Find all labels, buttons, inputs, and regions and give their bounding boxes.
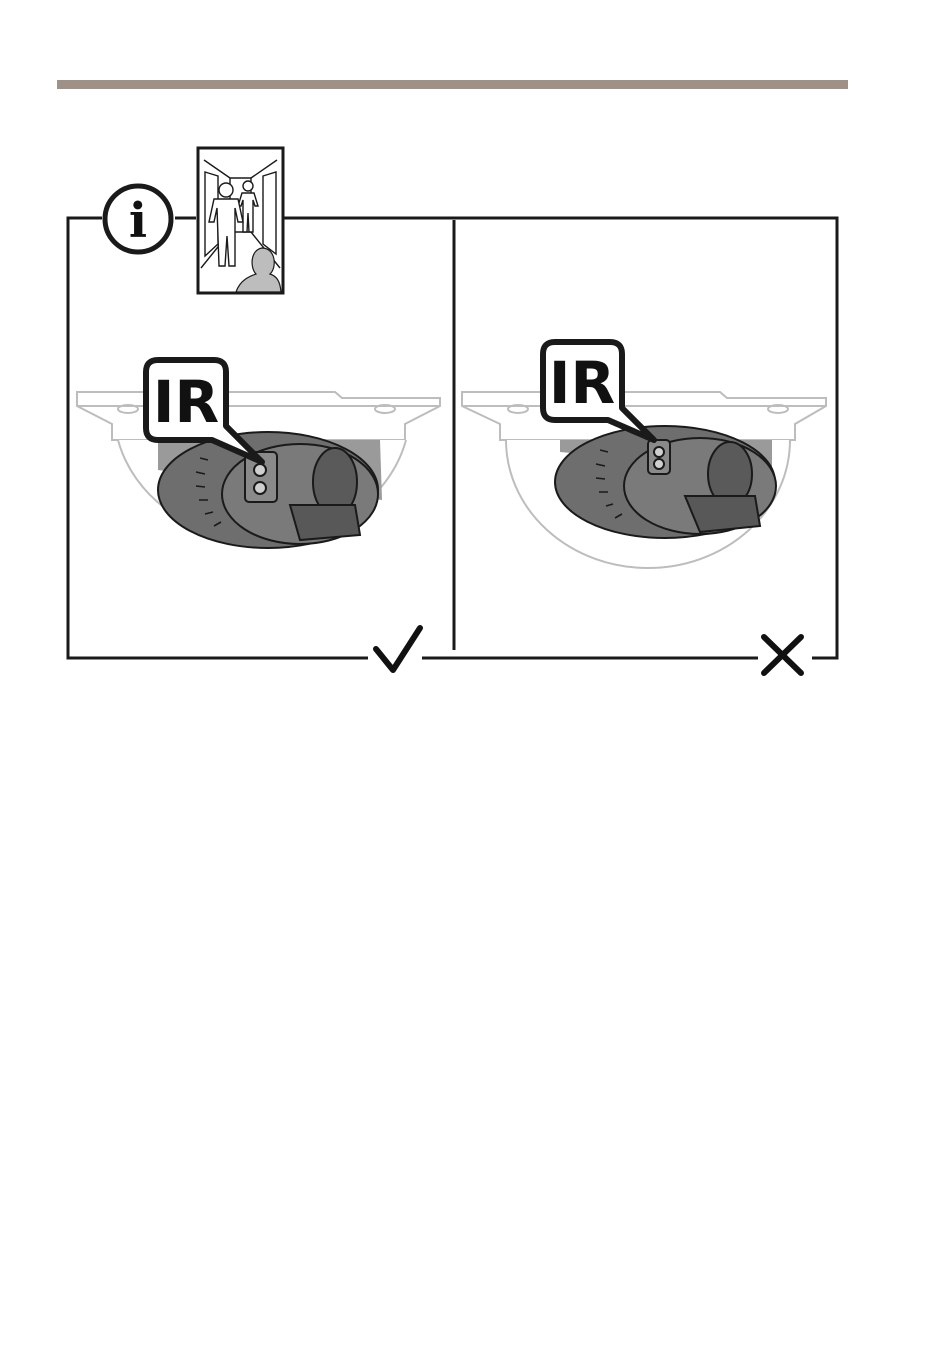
ir-installation-diagram: i <box>0 0 950 700</box>
ir-label: IR <box>153 368 219 436</box>
panel-correct: IR <box>77 360 440 670</box>
camera-module <box>158 432 378 548</box>
corridor-people-scene-icon <box>198 148 283 293</box>
panel-incorrect: IR <box>462 342 826 673</box>
check-icon <box>376 628 420 670</box>
info-icon-label: i <box>129 193 147 249</box>
camera-module <box>555 426 776 538</box>
cross-icon <box>764 637 801 673</box>
ir-label: IR <box>549 349 615 417</box>
info-badge: i <box>105 186 171 252</box>
